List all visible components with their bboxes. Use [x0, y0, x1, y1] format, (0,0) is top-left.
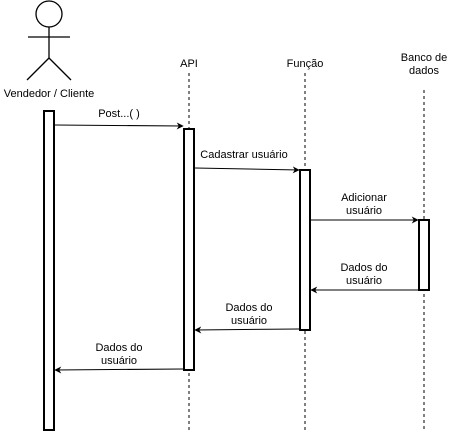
- participant-api-label: API: [180, 58, 198, 70]
- message-return-funcao-arrow: [194, 326, 300, 334]
- message-adicionar-label-line1: Adicionar: [341, 192, 387, 204]
- message-post-arrow: [54, 122, 184, 130]
- message-adicionar-label: Adicionar usuário: [341, 192, 387, 218]
- participant-banco-label-line1: Banco de: [400, 52, 448, 64]
- message-return-api-label-line2: usuário: [100, 355, 138, 367]
- message-post-label: Post...( ): [98, 108, 140, 120]
- message-return-banco-label: Dados do usuário: [340, 262, 387, 288]
- activation-banco: [418, 219, 430, 291]
- participant-banco-label: Banco de dados: [401, 52, 447, 78]
- activation-funcao: [299, 169, 311, 331]
- message-return-api-arrow: [54, 366, 184, 374]
- participant-banco-label-line2: dados: [409, 65, 439, 77]
- message-return-api-label-line1: Dados do: [95, 342, 143, 354]
- message-return-api-label: Dados do usuário: [95, 342, 142, 368]
- activation-actor: [43, 110, 55, 431]
- message-adicionar-label-line2: usuário: [345, 205, 383, 217]
- message-return-banco-label-line2: usuário: [345, 275, 383, 287]
- message-cadastrar-label: Cadastrar usuário: [200, 149, 288, 161]
- actor-figure: [26, 0, 72, 81]
- participant-funcao-label: Função: [286, 58, 324, 70]
- message-return-banco-label-line1: Dados do: [340, 262, 388, 274]
- message-cadastrar-arrow: [194, 166, 300, 174]
- message-return-funcao-label-line2: usuário: [230, 315, 268, 327]
- message-return-funcao-label-line1: Dados do: [225, 302, 273, 314]
- message-return-funcao-label: Dados do usuário: [225, 302, 272, 328]
- participant-actor-label: Vendedor / Cliente: [3, 88, 95, 100]
- activation-api: [183, 128, 195, 371]
